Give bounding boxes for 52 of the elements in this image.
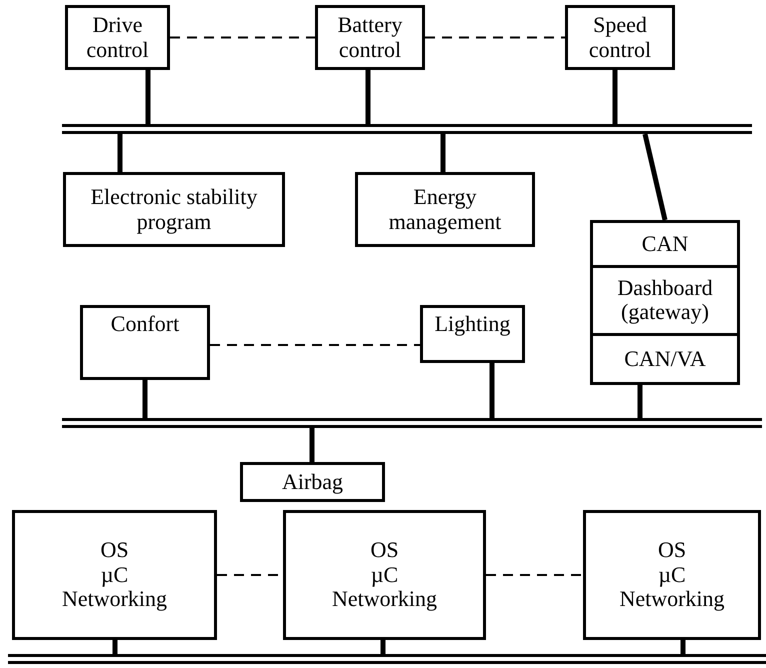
process-box: [80, 305, 210, 380]
process-box: [565, 5, 675, 70]
bus-connector: [612, 70, 618, 124]
box-label: OS: [100, 538, 129, 563]
process-box: [355, 172, 535, 247]
box-label: OS: [370, 538, 399, 563]
bus-line: [62, 418, 762, 428]
bus-connector: [366, 70, 370, 124]
bus-connector: [310, 428, 314, 462]
bus-connector: [638, 385, 642, 418]
process-box: [315, 5, 425, 70]
dashed-link: [210, 344, 420, 346]
bus-connector: [142, 380, 148, 418]
box-label: Drive control: [85, 12, 150, 62]
process-box: [420, 305, 525, 363]
box-label: Networking: [332, 587, 438, 612]
box-label: Confort: [110, 312, 180, 337]
bus-connector: [490, 363, 494, 418]
process-box: [583, 510, 761, 640]
bus-connector: [112, 640, 118, 654]
box-label: µC: [370, 562, 398, 588]
box-label: µC: [658, 562, 686, 588]
bus-line: [8, 654, 766, 664]
box-label: Energy management: [388, 184, 502, 234]
bus-line: [62, 124, 752, 134]
box-label: CAN: [642, 232, 688, 256]
box-label: CAN/VA: [624, 346, 706, 372]
dashed-link: [170, 36, 315, 38]
bus-connector: [440, 134, 446, 172]
box-label: Networking: [619, 587, 725, 612]
box-label: Airbag: [282, 470, 344, 494]
dashed-link: [425, 36, 565, 38]
bus-connector: [146, 70, 150, 124]
process-box: [65, 5, 170, 70]
box-label: Speed control: [588, 12, 652, 62]
bus-connector: [380, 640, 386, 654]
process-box: [240, 462, 385, 502]
bus-connector: [118, 134, 122, 172]
process-box: [12, 510, 217, 640]
bus-connector: [680, 640, 686, 654]
process-box: [63, 172, 285, 247]
box-label: OS: [658, 538, 686, 563]
bus-connector: [642, 133, 668, 221]
box-label: Networking: [62, 587, 168, 612]
box-label: Lighting: [434, 312, 510, 337]
dashed-link: [486, 574, 583, 576]
process-box: [283, 510, 486, 640]
box-label: Dashboard (gateway): [616, 276, 714, 325]
box-label: Electronic stability program: [90, 184, 258, 234]
box-label: Battery control: [336, 12, 404, 62]
box-label: µC: [100, 562, 128, 588]
process-box: [590, 220, 740, 385]
